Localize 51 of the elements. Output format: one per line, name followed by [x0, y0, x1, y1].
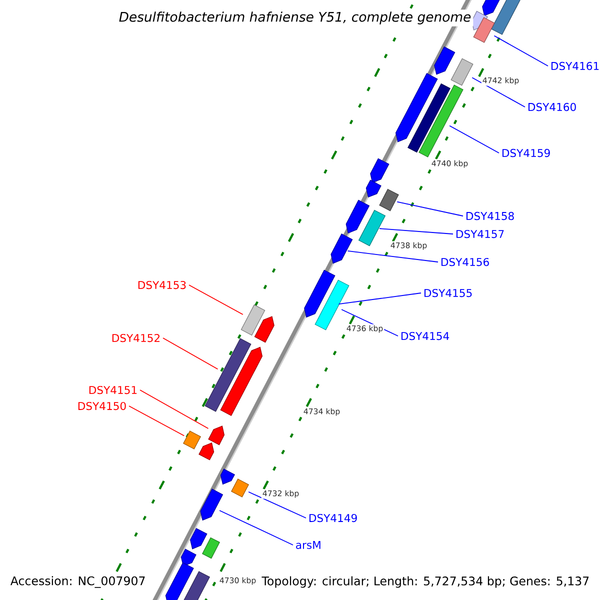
gene-block — [418, 84, 464, 158]
leader-line — [219, 510, 294, 546]
gene-label: DSY4158 — [466, 212, 514, 220]
gene-label: DSY4154 — [401, 332, 450, 340]
leader-line — [379, 228, 454, 234]
gene-block — [330, 234, 353, 264]
gene-block — [482, 0, 502, 16]
gene-label: DSY4149 — [309, 514, 357, 522]
leader-line — [128, 406, 185, 436]
gene-block — [254, 316, 274, 343]
gene-block — [231, 478, 249, 498]
gene-label: arsM — [296, 541, 320, 550]
gene-label: DSY4155 — [424, 288, 472, 298]
gene-block — [346, 200, 370, 234]
info-text: Topology: circular; Length: 5,727,534 bp; Genes: 5,137 — [260, 575, 591, 589]
leader-line — [188, 284, 244, 315]
gene-block — [473, 17, 495, 43]
gene-block — [491, 0, 522, 35]
gene-block — [165, 562, 194, 600]
gene-label: DSY4157 — [456, 230, 504, 238]
gene-block — [208, 426, 225, 446]
gene-block — [198, 442, 214, 460]
gene-label: DSY4150 — [78, 402, 126, 410]
gene-block — [304, 270, 336, 318]
gene-block — [183, 430, 201, 450]
gene-block — [366, 180, 382, 198]
gene-label: DSY4153 — [138, 280, 186, 290]
gene-block — [204, 338, 252, 412]
gene-block — [200, 488, 224, 521]
gene-label: DSY4159 — [502, 148, 550, 158]
gene-block — [202, 537, 220, 559]
info-text: Accession: NC_007907 — [9, 575, 147, 589]
gene-label: DSY4161 — [551, 62, 599, 70]
gene-block — [220, 346, 263, 416]
leader-line — [472, 77, 526, 108]
gene-block — [180, 548, 196, 567]
gene-block — [450, 58, 474, 86]
leader-line — [162, 338, 218, 370]
gene-label: DSY4152 — [112, 334, 160, 342]
leader-line — [396, 201, 464, 216]
leader-line — [248, 491, 306, 518]
gene-block — [370, 158, 390, 184]
title: Desulfitobacterium hafniense Y51, complete genome — [116, 10, 474, 26]
gene-label: DSY4151 — [89, 386, 137, 394]
gene-label: DSY4156 — [441, 258, 489, 266]
leader-line — [338, 292, 422, 305]
leader-line — [347, 250, 438, 262]
leader-line — [449, 125, 500, 154]
gene-block — [220, 468, 235, 485]
gene-block — [379, 188, 399, 212]
gene-label: DSY4160 — [528, 102, 576, 112]
